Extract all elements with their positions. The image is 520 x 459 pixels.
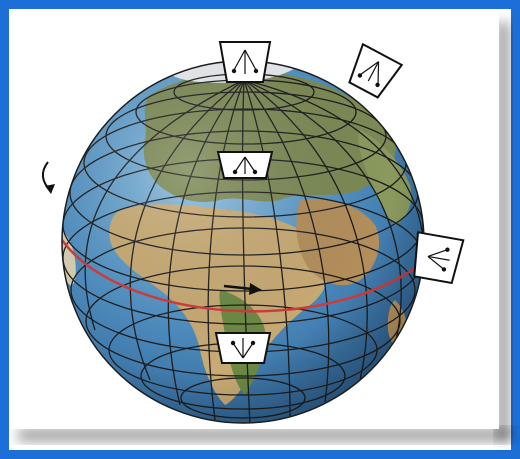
- card-shadow-bottom: [18, 428, 512, 442]
- mid-latitude-frame: [218, 152, 272, 178]
- southern-frame: [216, 333, 270, 363]
- north-pole-frame: [220, 42, 270, 82]
- globe-shading: [62, 61, 424, 423]
